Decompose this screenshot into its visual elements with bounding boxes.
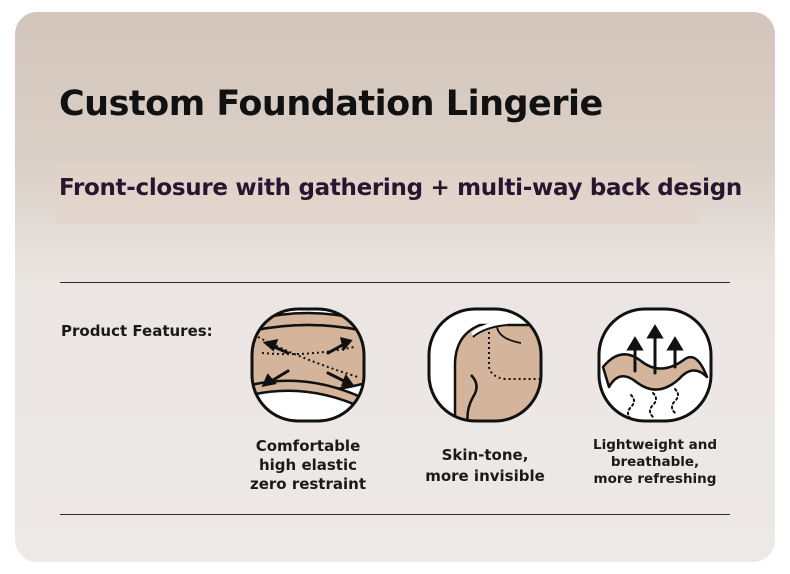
feature-caption: Comfortable high elastic zero restraint bbox=[249, 437, 366, 493]
elastic-fabric-arrows-icon bbox=[250, 307, 366, 423]
breathable-fabric-arrows-icon bbox=[597, 307, 713, 423]
features-label: Product Features: bbox=[61, 322, 213, 340]
product-card: Custom Foundation Lingerie Front-closure… bbox=[15, 12, 775, 562]
feature-breathable: Lightweight and breathable, more refresh… bbox=[570, 305, 740, 488]
subtitle-highlight bbox=[55, 162, 699, 224]
page-subtitle: Front-closure with gathering + multi-way… bbox=[59, 175, 742, 201]
skin-tone-shoulder-icon bbox=[427, 307, 543, 423]
feature-elastic: Comfortable high elastic zero restraint bbox=[223, 305, 393, 494]
divider-bottom bbox=[60, 514, 730, 515]
divider-top bbox=[60, 282, 730, 283]
page-title: Custom Foundation Lingerie bbox=[59, 84, 603, 124]
feature-caption: Lightweight and breathable, more refresh… bbox=[592, 437, 718, 487]
feature-skin-tone: Skin-tone, more invisible bbox=[400, 305, 570, 487]
feature-caption: Skin-tone, more invisible bbox=[425, 446, 545, 485]
